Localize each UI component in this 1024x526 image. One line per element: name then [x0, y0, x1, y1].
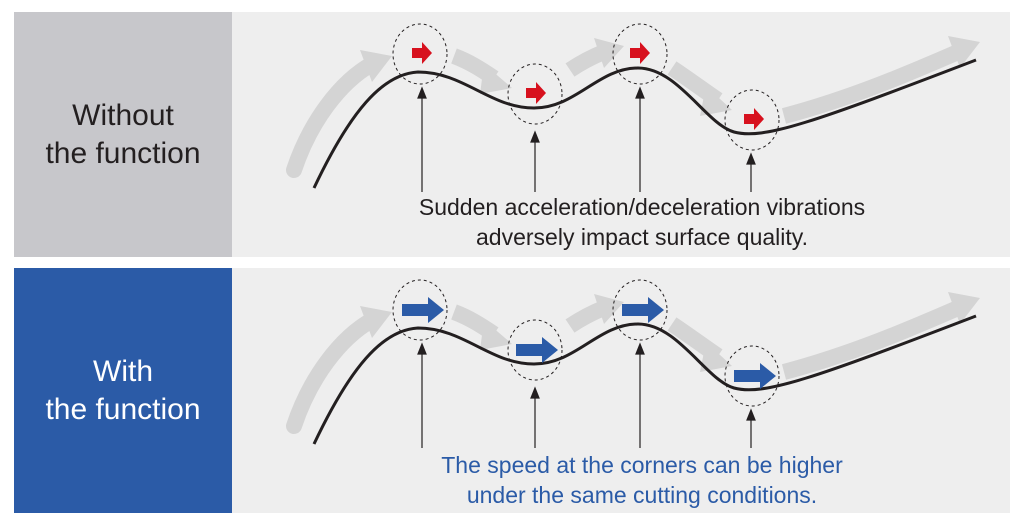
caption-line-1: Sudden acceleration/deceleration vibrati… [418, 194, 866, 220]
caption-line-2: adversely impact surface quality. [476, 224, 808, 250]
flow-arrow-1-head [360, 306, 392, 338]
pointer-arrows [417, 342, 756, 448]
speed-arrow-4 [734, 363, 776, 389]
diagram-with-function: The speed at the corners can be higher u… [232, 268, 1010, 513]
tool-path-diagram-with [286, 279, 980, 448]
speed-arrow-2 [526, 82, 546, 104]
corner-circle-3 [612, 23, 668, 85]
corner-circle-1 [392, 279, 448, 341]
flow-arrow-4-head [700, 342, 732, 372]
speed-arrows-small [412, 42, 764, 130]
flow-arrows [286, 292, 980, 434]
flow-arrow-4-head [700, 86, 732, 116]
flow-arrow-5-head [948, 36, 980, 68]
row-with-function: With the function [14, 268, 1010, 513]
corner-circles [392, 279, 780, 407]
corner-circle-1 [392, 23, 448, 85]
label-line-1: With [93, 354, 153, 388]
flow-arrow-2-head [480, 320, 512, 350]
label-line-2: the function [45, 136, 201, 170]
speed-arrow-2 [516, 337, 558, 363]
tool-path-line [312, 314, 977, 445]
flow-arrow-1 [286, 312, 380, 434]
corner-circle-2 [507, 63, 563, 125]
flow-arrow-3-head [594, 38, 624, 68]
flow-arrow-3-head [594, 294, 624, 324]
pointer-arrows [417, 86, 756, 192]
tool-path-diagram-without [286, 23, 980, 192]
speed-arrows-large [402, 297, 776, 389]
corner-circle-2 [507, 319, 563, 381]
corner-circle-3 [612, 279, 668, 341]
speed-arrow-4 [744, 108, 764, 130]
diagram-without-function: Sudden acceleration/deceleration vibrati… [232, 12, 1010, 257]
flow-arrow-2-head [480, 64, 512, 94]
flow-arrows [286, 36, 980, 178]
tool-path-line [312, 58, 977, 189]
corner-circle-4 [724, 345, 780, 407]
corner-circles [392, 23, 780, 151]
label-with-function: With the function [14, 268, 232, 513]
caption-with-function: The speed at the corners can be higher u… [292, 450, 992, 510]
label-without-function: Without the function [14, 12, 232, 257]
row-without-function: Without the function [14, 12, 1010, 257]
flow-arrow-3 [565, 44, 608, 77]
corner-circle-4 [724, 89, 780, 151]
label-line-2: the function [45, 392, 201, 426]
label-line-1: Without [72, 98, 174, 132]
speed-arrow-3 [622, 297, 664, 323]
flow-arrow-3 [565, 300, 608, 333]
flow-arrow-1 [286, 56, 380, 178]
flow-arrow-5 [781, 300, 962, 380]
speed-arrow-3 [630, 42, 650, 64]
flow-arrow-1-head [360, 50, 392, 82]
caption-line-1: The speed at the corners can be higher [441, 452, 843, 478]
speed-arrow-1 [412, 42, 432, 64]
flow-arrow-5 [781, 44, 962, 124]
caption-line-2: under the same cutting conditions. [466, 482, 818, 508]
flow-arrow-5-head [948, 292, 980, 324]
speed-arrow-1 [402, 297, 444, 323]
caption-without-function: Sudden acceleration/deceleration vibrati… [292, 192, 992, 252]
